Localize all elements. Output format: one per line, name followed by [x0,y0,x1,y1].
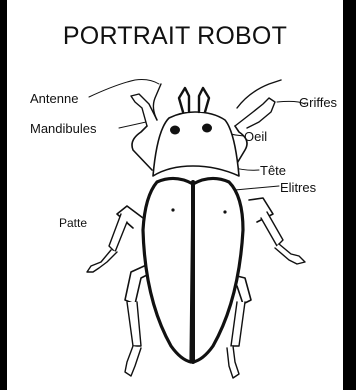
middle-leg-left-tarsus [87,250,117,272]
mandible-left [179,88,189,112]
front-tarsus-left [153,84,161,120]
leader-elitres [235,186,279,190]
eye-right [202,124,212,133]
beetle-illustration [7,0,343,390]
label-griffes: Griffes [299,95,337,110]
hind-leg-right-tibia [231,302,245,346]
label-elitres: Elitres [280,180,316,195]
hind-leg-left-tarsus [125,346,141,376]
elytron-left [143,178,193,362]
leader-antenne [89,80,159,98]
label-oeil: Oeil [244,129,267,144]
diagram-canvas: PORTRAIT ROBOT [7,0,343,390]
elytron-dot-left [171,208,174,211]
front-leg-left [132,126,152,170]
middle-leg-left-tibia [109,214,127,252]
middle-leg-right-tibia [261,212,283,246]
middle-leg-right-tarsus [275,244,305,264]
head-shield [153,112,239,176]
label-antenne: Antenne [30,91,78,106]
hind-leg-right-tarsus [227,346,239,378]
mandible-right [199,88,209,112]
label-patte: Patte [59,216,87,230]
hind-leg-left-tibia [127,302,141,346]
label-mandibules: Mandibules [30,121,97,136]
elytron-dot-right [223,210,226,213]
label-tete: Tête [260,163,286,178]
eye-left [170,126,180,135]
